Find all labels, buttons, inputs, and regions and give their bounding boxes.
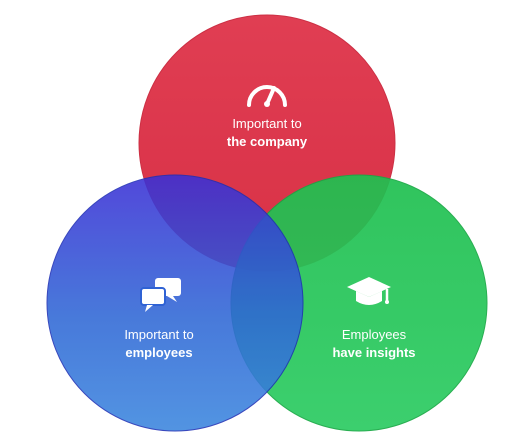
speedometer-icon: [243, 73, 291, 113]
label-insights: Employees have insights: [294, 326, 454, 362]
chat-bubbles-icon: [137, 274, 185, 314]
label-employees-line2: employees: [125, 345, 193, 360]
label-company-line2: the company: [226, 134, 308, 149]
label-employees-line1: Important to: [124, 327, 194, 342]
label-company-line1: Important to: [232, 116, 302, 131]
label-insights-line2: have insights: [332, 345, 416, 360]
label-employees: Important to employees: [79, 326, 239, 362]
circle-employees: [46, 174, 304, 432]
graduation-cap-icon: [345, 271, 393, 311]
label-company: Important to the company: [187, 115, 347, 151]
label-insights-line1: Employees: [341, 327, 407, 342]
